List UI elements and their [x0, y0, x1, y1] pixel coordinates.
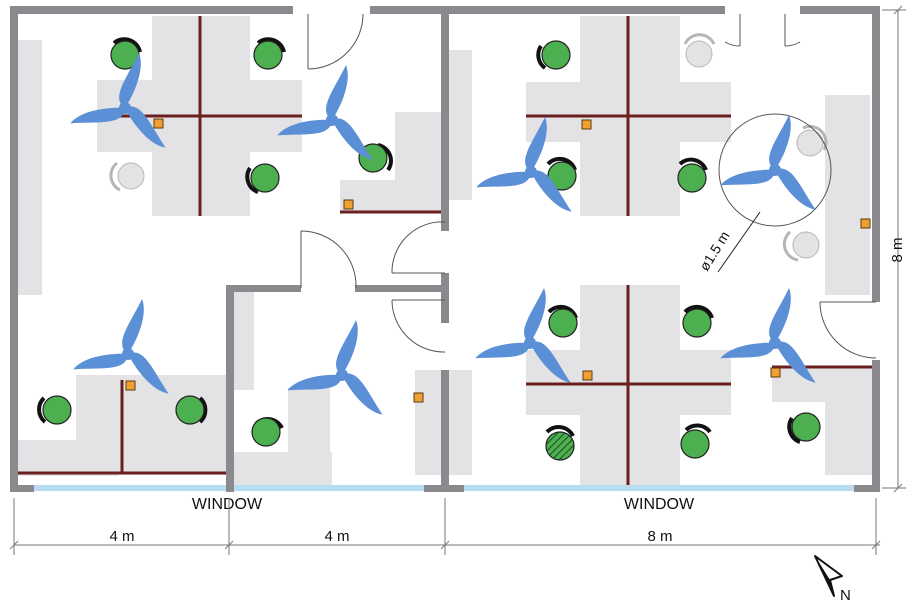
wall	[441, 273, 449, 323]
window-label-right: WINDOW	[624, 496, 695, 513]
ceiling-fan-icon	[719, 115, 826, 212]
desk	[825, 95, 870, 295]
wall	[355, 285, 443, 292]
outlet-icon	[153, 118, 164, 129]
chair-icon	[796, 124, 828, 157]
wall	[854, 485, 880, 492]
chair-icon	[682, 304, 714, 338]
dimension-label: 4 m	[324, 528, 349, 545]
door	[819, 301, 877, 359]
wall	[226, 285, 301, 292]
walls	[10, 6, 880, 492]
chair-icon	[683, 33, 716, 68]
door	[784, 14, 801, 47]
diameter-label: ø1.5 m	[696, 228, 733, 273]
desk	[232, 290, 254, 390]
door	[300, 230, 357, 289]
chairs-occupied	[37, 37, 821, 459]
wall	[424, 485, 464, 492]
chair-icon	[245, 163, 280, 194]
desk	[415, 370, 443, 475]
chair-icon	[109, 161, 145, 192]
door	[307, 13, 364, 70]
chair-icon	[251, 417, 284, 447]
outlet-icon	[860, 218, 871, 229]
chair-icon	[787, 412, 821, 444]
dimension-label: 4 m	[109, 528, 134, 545]
dimension-label-height: 8 m	[889, 237, 906, 262]
wall	[800, 6, 880, 14]
fan-clearance-circle	[718, 113, 832, 227]
wall	[872, 6, 880, 302]
wall	[872, 360, 880, 492]
wall	[10, 6, 18, 492]
chair-icon	[782, 230, 820, 262]
wall	[10, 485, 34, 492]
chair-icon	[680, 423, 712, 459]
outlet-icon	[770, 367, 781, 378]
outlet-icon	[413, 392, 424, 403]
desk	[448, 50, 472, 200]
wall	[441, 370, 449, 492]
chair-icon	[546, 156, 577, 191]
dimension-label: 8 m	[647, 528, 672, 545]
door	[724, 14, 741, 47]
diameter-line	[717, 211, 761, 273]
wall	[449, 6, 725, 14]
desk	[18, 440, 118, 476]
chair-icon	[547, 304, 578, 338]
north-arrow-icon	[814, 555, 843, 597]
doors	[300, 13, 877, 359]
wall	[370, 6, 445, 14]
desk	[232, 452, 332, 488]
door	[391, 221, 446, 274]
chair-icon	[536, 40, 571, 70]
chairs-empty	[109, 33, 828, 262]
outlet-icon	[125, 380, 136, 391]
desk	[825, 367, 872, 475]
door	[391, 299, 446, 353]
window-glass	[464, 485, 854, 491]
window-label-left: WINDOW	[192, 496, 263, 513]
outlet-icon	[582, 370, 593, 381]
desk	[18, 40, 42, 295]
outlets	[125, 118, 871, 403]
north-label: N	[840, 587, 851, 604]
desk	[448, 370, 472, 475]
chair-icon	[253, 37, 286, 70]
outlet-icon	[343, 199, 354, 210]
dimension-lines	[9, 5, 906, 555]
chair-icon	[37, 395, 72, 425]
wall	[10, 6, 293, 14]
wall	[441, 6, 449, 231]
chair-icon	[677, 157, 708, 193]
chair-icon	[545, 425, 575, 461]
wall	[226, 285, 234, 492]
chair-icon	[175, 395, 208, 425]
outlet-icon	[581, 119, 592, 130]
